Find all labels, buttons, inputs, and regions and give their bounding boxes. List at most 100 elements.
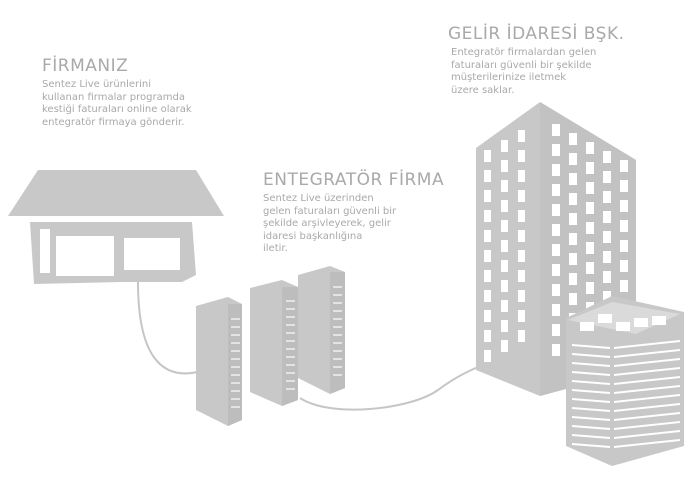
window [569,253,577,265]
window [518,330,525,342]
integrator-description-line: idaresi başkanlığına [263,230,363,242]
window [518,210,525,222]
firm-info: FİRMANIZ Sentez Live ürünlerini kullanan… [42,56,252,129]
window [569,273,577,285]
window [620,200,628,212]
firm-description-line: kestiği faturaları online olarak [42,104,192,115]
window [484,190,491,202]
office-stripe [572,407,610,412]
office-stripe [614,358,680,367]
window [484,310,491,322]
window [484,250,491,262]
office-stripe [572,344,610,349]
window [501,260,508,272]
window [518,190,525,202]
window [484,350,491,362]
window [484,210,491,222]
window [603,211,611,223]
window [552,124,560,136]
revenue-admin-title: GELİR İDARESİ BŞK. [448,24,625,44]
window [603,151,611,163]
office-stripe [614,412,680,421]
window [620,220,628,232]
window [518,290,525,302]
server-rack-icon [196,266,345,426]
connection-lines [137,281,489,411]
window [620,280,628,292]
window [501,300,508,312]
firm-description: Sentez Live ürünlerini kullanan firmalar… [42,79,252,129]
office-building-icon [566,296,684,466]
office-stripe [572,398,610,403]
window [501,340,508,352]
window [501,200,508,212]
cable-integrator-to-gib [299,361,489,411]
window [586,142,594,154]
window [620,180,628,192]
window [569,173,577,185]
window [603,231,611,243]
office-stripe [614,439,680,448]
window [484,270,491,282]
revenue-admin-description-line: faturaları güvenli bir şekilde [451,59,592,71]
office-stripe [614,430,680,439]
window [552,304,560,316]
window [603,291,611,303]
integrator-description-line: gelen faturaları güvenli bir [263,205,397,217]
window [586,242,594,254]
window [586,162,594,174]
office-stripe [614,376,680,385]
window [603,251,611,263]
window [518,250,525,262]
window [501,160,508,172]
revenue-admin-description-line: Entegratör firmalardan gelen [451,47,597,58]
window [484,150,491,162]
office-stripe [614,367,680,376]
window [484,170,491,182]
office-stripe [614,340,680,349]
office-stripe [572,380,610,385]
window [620,160,628,172]
window [501,140,508,152]
window [484,290,491,302]
office-stripe [572,416,610,421]
window [501,240,508,252]
window [586,282,594,294]
office-stripe [572,371,610,376]
integrator-description-line: şekilde arşivleyerek, gelir [263,218,391,229]
office-stripe [614,394,680,403]
window [586,202,594,214]
window [620,260,628,272]
window [569,293,577,305]
window [603,271,611,283]
window [603,171,611,183]
office-stripe [572,434,610,439]
firm-title: FİRMANIZ [42,56,129,76]
window [620,240,628,252]
revenue-admin-description: Entegratör firmalardan gelen faturaları … [448,47,648,97]
window [569,233,577,245]
integrator-description-line: Sentez Live üzerinden [263,193,374,204]
revenue-admin-description-line: müşterilerinize iletmek [451,72,567,83]
window [501,220,508,232]
window [586,262,594,274]
office-stripe [572,425,610,430]
window [501,180,508,192]
house-icon [8,170,224,284]
firm-description-line: Sentez Live ürünlerini [42,79,151,90]
window [518,150,525,162]
office-stripe [572,389,610,394]
office-stripe [572,353,610,358]
window [569,193,577,205]
office-stripe [572,362,610,367]
window [484,230,491,242]
office-stripe [614,403,680,412]
window [501,320,508,332]
window [603,191,611,203]
window [552,184,560,196]
firm-description-line: kullanan firmalar programda [42,91,185,103]
office-stripe [614,421,680,430]
window [552,284,560,296]
